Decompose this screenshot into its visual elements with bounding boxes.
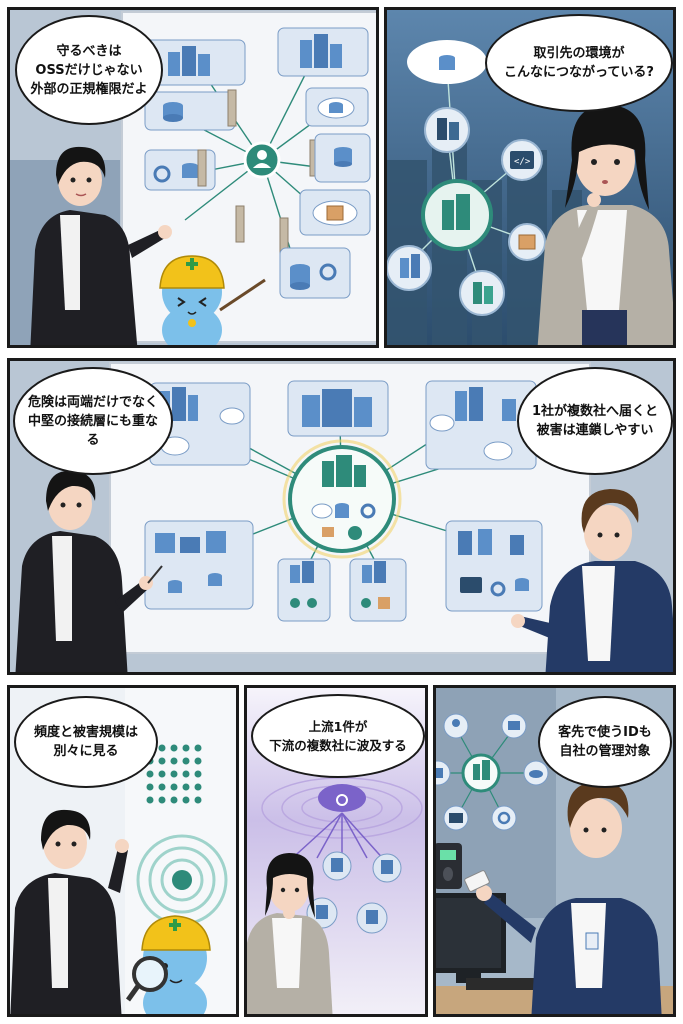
network-node-box xyxy=(277,27,369,77)
bubble-line: OSSだけじゃない xyxy=(35,62,143,78)
database-icon xyxy=(436,760,451,786)
cloud-icon xyxy=(318,784,366,812)
speech-bubble: 1社が複数社へ届くと 被害は連鎖しやすい xyxy=(517,367,673,475)
server-icon xyxy=(197,89,319,255)
bubble-line: 中堅の接続層にも重なる xyxy=(27,413,158,448)
bubble-line: 自社の管理対象 xyxy=(559,744,651,759)
cat-mascot xyxy=(141,915,211,1014)
panel-6-client-office: 客先で使うIDも 自社の管理対象 xyxy=(433,685,676,1017)
network-hub-icon xyxy=(243,141,281,179)
id-card-icon xyxy=(464,870,490,892)
code-icon xyxy=(443,805,469,831)
speech-bubble: 守るべきは OSSだけじゃない 外部の正規権限だよ xyxy=(15,15,163,125)
svg-text:</>: </> xyxy=(514,157,531,167)
speech-bubble: 取引先の環境が こんなにつながっている? xyxy=(485,14,673,112)
bubble-line: 頻度と被害規模は xyxy=(33,725,138,740)
cat-mascot xyxy=(159,255,266,345)
presenter-woman xyxy=(30,146,172,345)
database-icon xyxy=(314,133,371,183)
bubble-line: 危険は両端だけでなく xyxy=(27,394,158,410)
package-icon xyxy=(299,189,371,236)
panel-4-frequency-impact: 頻度と被害規模は 別々に見る xyxy=(7,685,239,1017)
database-icon xyxy=(279,247,351,299)
bubble-line: 下流の複数社に波及する xyxy=(269,738,407,753)
speech-bubble: 客先で使うIDも 自社の管理対象 xyxy=(538,696,672,788)
package-icon xyxy=(508,223,546,261)
presenter-woman xyxy=(15,470,163,672)
speech-bubble: 危険は両端だけでなく 中堅の接続層にも重なる xyxy=(13,367,173,475)
cloud-icon xyxy=(407,40,487,84)
building-icon xyxy=(144,520,254,610)
bubble-line: 1社が複数社へ届くと xyxy=(531,404,659,419)
bubble-line: 被害は連鎖しやすい xyxy=(536,423,654,438)
building-icon xyxy=(287,380,389,437)
frequency-dot-grid xyxy=(146,744,202,804)
bubble-line: 別々に見る xyxy=(53,744,119,759)
thinking-woman xyxy=(247,853,333,1014)
bubble-line: 上流1件が xyxy=(308,719,368,734)
bubble-line: 守るべきは xyxy=(56,43,122,59)
code-icon xyxy=(445,520,543,612)
user-icon xyxy=(443,713,469,739)
bubble-line: 外部の正規権限だよ xyxy=(30,81,148,97)
bubble-line: 客先で使うIDも xyxy=(558,725,652,740)
speech-bubble: 頻度と被害規模は 別々に見る xyxy=(14,696,158,788)
panel-1-art xyxy=(10,10,376,345)
building-icon xyxy=(425,380,537,470)
network-hub-icon xyxy=(461,753,501,793)
thinking-woman xyxy=(537,105,673,345)
package-icon xyxy=(349,558,407,622)
cloud-icon xyxy=(523,760,549,786)
fingerprint-reader-icon xyxy=(436,843,462,889)
bubble-line: こんなにつながっている? xyxy=(504,65,654,80)
panel-5-ripple-effect: 上流1件が 下流の複数社に波及する xyxy=(244,685,428,1017)
code-icon: </> xyxy=(501,139,543,181)
man-listener xyxy=(511,489,673,672)
building-icon xyxy=(387,245,432,291)
folder-icon xyxy=(501,713,527,739)
magnifier-icon xyxy=(125,956,168,1002)
network-node-box xyxy=(144,39,246,86)
gear-icon xyxy=(491,805,517,831)
panel-6-art xyxy=(436,688,673,1014)
network-hub-icon xyxy=(421,179,493,251)
database-icon xyxy=(144,91,236,131)
panel-2-woman-thinking: </> 取引先の環境が こんなにつながっている? xyxy=(384,7,676,348)
cloud-icon xyxy=(305,87,369,127)
id-card-icon xyxy=(585,932,599,950)
network-hub-icon xyxy=(282,439,402,559)
panel-1-presentation: 守るべきは OSSだけじゃない 外部の正規権限だよ xyxy=(7,7,379,348)
user-icon xyxy=(277,558,331,622)
speech-bubble: 上流1件が 下流の複数社に波及する xyxy=(251,694,425,778)
panel-3-network-board: 危険は両端だけでなく 中堅の接続層にも重なる 1社が複数社へ届くと 被害は連鎖し… xyxy=(7,358,676,675)
building-icon xyxy=(459,270,505,316)
man-with-id xyxy=(464,781,662,1014)
bubble-line: 取引先の環境が xyxy=(533,46,625,61)
impact-ripple xyxy=(136,834,228,926)
presenter-woman xyxy=(10,809,129,1014)
building-icon xyxy=(424,107,470,153)
